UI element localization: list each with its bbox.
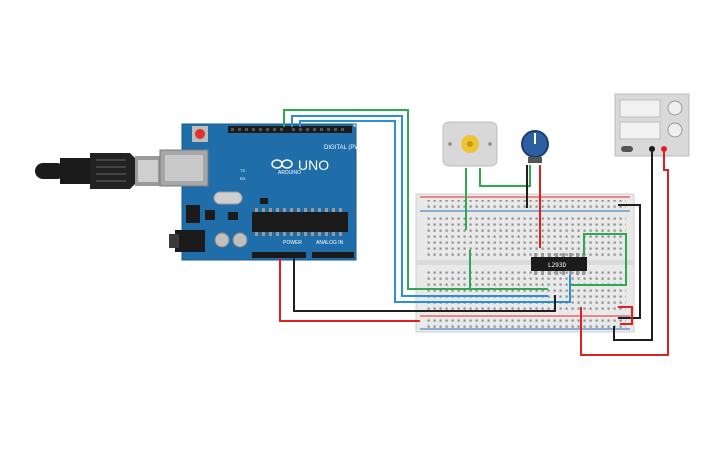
power-label: POWER (283, 240, 302, 246)
wire-black-supply (613, 152, 653, 341)
ic-label: L293D (548, 262, 566, 269)
analog-header (312, 252, 354, 258)
wire-red-5v (279, 258, 420, 322)
wire-green-right (570, 233, 627, 286)
power-supply-icon[interactable] (614, 93, 690, 157)
tx-label: TX (240, 168, 245, 173)
rx-label: RX (240, 176, 246, 181)
arduino-logo-icon (271, 159, 293, 169)
digital-header (228, 126, 352, 133)
usb-cable-icon[interactable] (35, 153, 163, 189)
wire-red-right (618, 306, 633, 325)
dc-motor-icon[interactable] (442, 121, 498, 167)
wire-black-right (618, 204, 641, 319)
power-header (252, 252, 306, 258)
l293d-chip[interactable]: L293D (531, 253, 587, 275)
brand-label: ARDUINO (278, 170, 301, 176)
potentiometer-icon[interactable] (521, 130, 549, 163)
wire-red-supply (580, 152, 669, 356)
wire-blue-1 (291, 115, 548, 297)
wire-black-gnd (293, 258, 556, 312)
analog-label: ANALOG IN (316, 240, 344, 246)
wires (279, 109, 669, 356)
digital-label: DIGITAL (PWM ~) (324, 145, 372, 151)
model-label: UNO (298, 157, 329, 173)
wire-blue-2 (299, 120, 571, 303)
wire-green-pot (479, 165, 531, 187)
arduino-uno-board[interactable]: DIGITAL (PWM ~) UNO ARDUINO POWER ANALOG… (159, 123, 372, 261)
wire-green-1 (283, 109, 548, 290)
breadboard[interactable] (415, 193, 635, 333)
